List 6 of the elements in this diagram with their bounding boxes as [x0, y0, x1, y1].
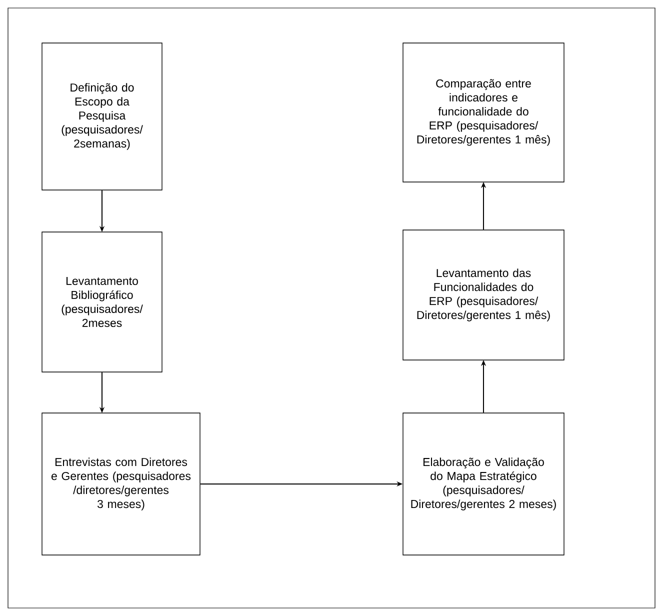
- process-box: Levantamento das Funcionalidades do ERP (pesquisadores/ Diretores/gerentes 1 mês): [402, 230, 564, 360]
- process-box: Elaboração e Validação do Mapa Estratégico (pesquisadores/ Diretores/gerentes 2 meses): [402, 412, 564, 556]
- process-box: Entrevistas com Diretores e Gerentes (pesquisadores /diretores/gerentes 3 meses): [42, 412, 200, 556]
- process-box: Comparação entre indicadores e funcionalidade do ERP (pesquisadores/ Diretores/gerentes 1 mês): [402, 42, 564, 182]
- process-box: Definição do Escopo da Pesquisa (pesquisadores/ 2semanas): [42, 42, 162, 190]
- process-box: Levantamento Bibliográfico (pesquisadores/ 2meses: [42, 232, 162, 372]
